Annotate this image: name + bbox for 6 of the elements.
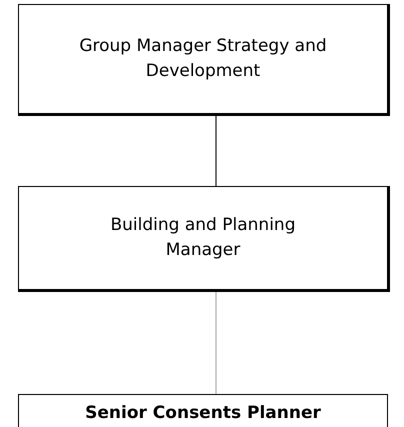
position-title: Senior Consents Planner xyxy=(85,402,321,425)
position-title: Building and Planning Manager xyxy=(110,214,296,262)
position-box xyxy=(18,394,388,427)
position-box xyxy=(18,4,390,116)
position-title: Group Manager Strategy and Development xyxy=(78,35,328,83)
position-box xyxy=(18,186,390,292)
